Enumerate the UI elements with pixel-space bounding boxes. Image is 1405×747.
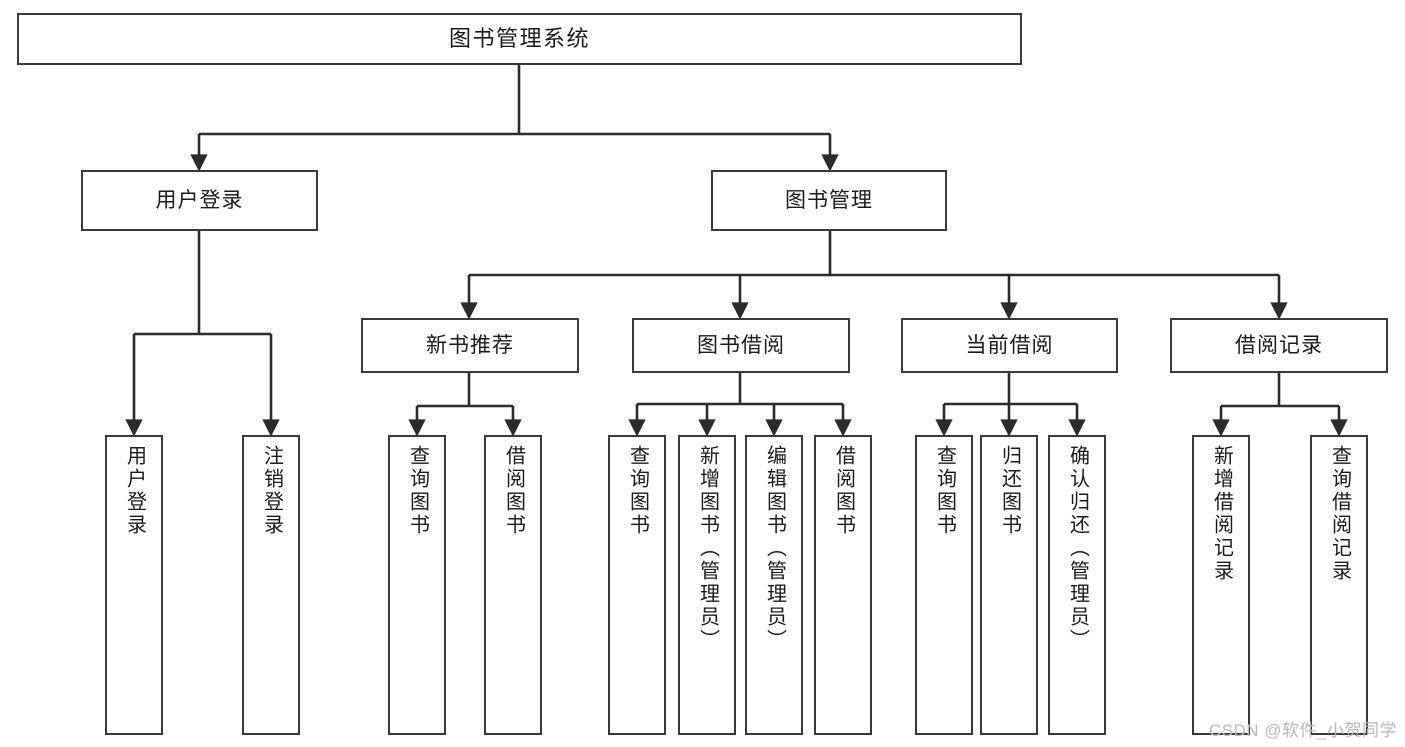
leaf-borrow-book[interactable]: 借阅图书 (814, 435, 872, 735)
node-user-login-label: 用户登录 (155, 188, 244, 212)
leaf-borrow-book-recommend-label: 借阅图书 (502, 445, 525, 537)
node-current-borrow-label: 当前借阅 (965, 333, 1054, 357)
leaf-confirm-return-admin[interactable]: 确认归还（管理员） (1048, 435, 1106, 735)
leaf-user-login-label: 用户登录 (123, 445, 146, 537)
leaf-return-book-label: 归还图书 (998, 445, 1021, 537)
leaf-query-book-recommend-label: 查询图书 (406, 445, 429, 537)
node-root[interactable]: 图书管理系统 (17, 13, 1022, 65)
leaf-confirm-return-admin-label: 确认归还（管理员） (1066, 445, 1089, 652)
node-user-login[interactable]: 用户登录 (81, 170, 318, 231)
leaf-query-borrow-record-label: 查询借阅记录 (1328, 445, 1351, 583)
leaf-borrow-book-recommend[interactable]: 借阅图书 (484, 435, 542, 735)
node-root-label: 图书管理系统 (448, 25, 590, 51)
leaf-borrow-book-label: 借阅图书 (832, 445, 855, 537)
node-book-borrow[interactable]: 图书借阅 (632, 318, 850, 373)
leaf-query-borrow-record[interactable]: 查询借阅记录 (1310, 435, 1368, 735)
watermark: CSDN @软件_小贺同学 (1208, 721, 1397, 740)
leaf-query-book-current[interactable]: 查询图书 (915, 435, 973, 735)
leaf-query-book-borrow[interactable]: 查询图书 (608, 435, 666, 735)
node-new-book-recommend-label: 新书推荐 (426, 333, 514, 357)
leaf-add-book-admin[interactable]: 新增图书（管理员） (678, 435, 736, 735)
node-borrow-record[interactable]: 借阅记录 (1170, 318, 1388, 373)
leaf-add-borrow-record-label: 新增借阅记录 (1210, 445, 1233, 583)
node-book-borrow-label: 图书借阅 (697, 333, 785, 357)
leaf-edit-book-admin-label: 编辑图书（管理员） (763, 445, 786, 652)
node-current-borrow[interactable]: 当前借阅 (901, 318, 1118, 373)
leaf-return-book[interactable]: 归还图书 (980, 435, 1038, 735)
leaf-edit-book-admin[interactable]: 编辑图书（管理员） (745, 435, 803, 735)
leaf-logout[interactable]: 注销登录 (242, 435, 300, 735)
leaf-query-book-recommend[interactable]: 查询图书 (388, 435, 446, 735)
node-book-management[interactable]: 图书管理 (711, 170, 947, 231)
leaf-logout-label: 注销登录 (260, 445, 283, 537)
leaf-add-borrow-record[interactable]: 新增借阅记录 (1192, 435, 1250, 735)
node-new-book-recommend[interactable]: 新书推荐 (361, 318, 579, 373)
leaf-query-book-borrow-label: 查询图书 (626, 445, 649, 537)
node-book-management-label: 图书管理 (785, 188, 873, 212)
leaf-add-book-admin-label: 新增图书（管理员） (696, 445, 719, 652)
node-borrow-record-label: 借阅记录 (1235, 333, 1323, 357)
leaf-user-login[interactable]: 用户登录 (105, 435, 163, 735)
leaf-query-book-current-label: 查询图书 (933, 445, 956, 537)
